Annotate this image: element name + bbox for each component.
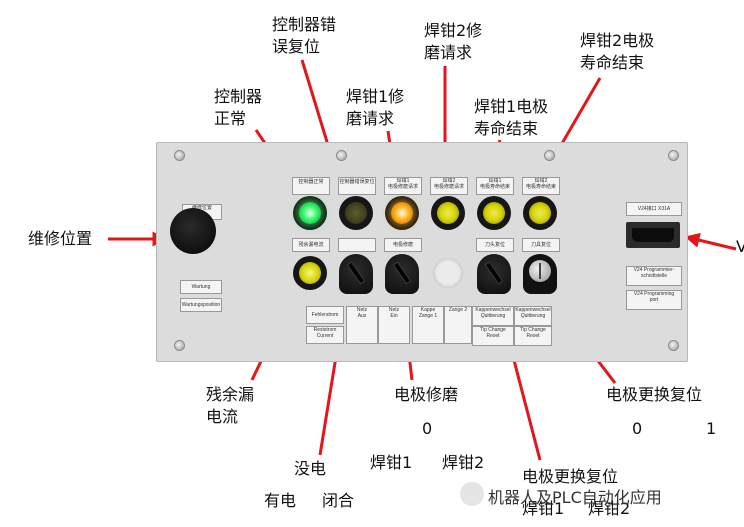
power-selector[interactable] bbox=[339, 254, 373, 294]
blank-plug bbox=[433, 258, 463, 288]
plate-kappenwechsel-1: Kappenwechsel Quittierung bbox=[472, 306, 514, 326]
label-controller-ok: 控制器正常 bbox=[292, 177, 330, 195]
plate-tip-change-2: Tip Change Reset bbox=[514, 326, 552, 346]
screw bbox=[544, 150, 555, 161]
label-residual: 残余漏电流 bbox=[292, 238, 330, 252]
annotation-key-one: 1 bbox=[706, 419, 717, 438]
annotation-residual-current: 残余漏 电流 bbox=[206, 385, 255, 426]
plate-reststrom: Reststrom Current bbox=[306, 326, 344, 344]
arrow-v24 bbox=[684, 232, 737, 251]
plate-kappe-zange1: Kappe Zange 1 bbox=[412, 306, 444, 344]
annotation-closed: 闭合 bbox=[322, 491, 355, 510]
annotation-key-zero: 0 bbox=[632, 419, 643, 438]
label-gun2-dress: 焊钳2 电极修磨请求 bbox=[430, 177, 468, 195]
plate-kappenwechsel-2: Kappenwechsel Quittierung bbox=[514, 306, 552, 326]
label-power bbox=[338, 238, 376, 252]
wechat-icon bbox=[460, 482, 484, 506]
gun2-tip-life-lamp bbox=[523, 196, 557, 230]
annotation-gun1-dress: 焊钳1修 磨请求 bbox=[346, 87, 405, 128]
annotation-tip-dress-gun1: 焊钳1 bbox=[370, 453, 413, 472]
annotation-gun2-tip-life: 焊钳2电极 寿命结束 bbox=[580, 31, 655, 72]
v24-port[interactable] bbox=[626, 222, 680, 248]
tip-change-key-switch[interactable] bbox=[523, 254, 557, 294]
screw bbox=[174, 340, 185, 351]
plate-wartungsposition: Wartungsposition bbox=[180, 298, 222, 312]
annotation-controller-reset: 控制器错 误复位 bbox=[272, 15, 337, 56]
label-controller-reset: 控制器错误复位 bbox=[338, 177, 376, 195]
annotation-gun1-tip-life: 焊钳1电极 寿命结束 bbox=[474, 97, 549, 138]
plate-tip-change-1: Tip Change Reset bbox=[472, 326, 514, 346]
annotation-controller-ok: 控制器 正常 bbox=[214, 87, 263, 128]
controller-reset-button[interactable] bbox=[339, 196, 373, 230]
label-tip-reset-a: 刀头复位 bbox=[476, 238, 514, 252]
plate-fehlerstrom: Fehlerstrom bbox=[306, 306, 344, 324]
plate-zange2: Zange 2 bbox=[444, 306, 472, 344]
label-tip-dress: 电极修磨 bbox=[384, 238, 422, 252]
annotation-tip-dress: 电极修磨 bbox=[394, 385, 459, 404]
label-gun2-tip-life: 焊钳2 电极寿命结束 bbox=[522, 177, 560, 195]
gun1-dress-lamp bbox=[385, 196, 419, 230]
annotation-power-on: 有电 bbox=[264, 491, 297, 510]
label-gun1-dress: 焊钳1 电极修磨请求 bbox=[384, 177, 422, 195]
annotation-maintenance: 维修位置 bbox=[28, 229, 93, 248]
annotation-tip-change-reset-key: 电极更换复位 bbox=[606, 385, 703, 404]
label-gun1-tip-life: 焊钳1 电极寿命结束 bbox=[476, 177, 514, 195]
annotation-tip-change-gun1: 焊钳1 bbox=[522, 499, 565, 518]
tip-dress-selector[interactable] bbox=[385, 254, 419, 294]
screw bbox=[174, 150, 185, 161]
annotation-tip-change-gun2: 焊钳2 bbox=[588, 499, 631, 518]
tip-change-selector[interactable] bbox=[477, 254, 511, 294]
gun2-dress-lamp bbox=[431, 196, 465, 230]
annotation-tip-change-reset: 电极更换复位 bbox=[522, 467, 619, 486]
annotation-tip-dress-zero: 0 bbox=[422, 419, 433, 438]
controller-ok-lamp bbox=[293, 196, 327, 230]
plate-wartung: Wartung bbox=[180, 280, 222, 294]
plate-netz-aus: Netz Aus bbox=[346, 306, 378, 344]
annotation-tip-dress-gun2: 焊钳2 bbox=[442, 453, 485, 472]
watermark: 机器人及PLC自动化应用 bbox=[488, 488, 662, 507]
annotation-power-off: 没电 bbox=[294, 459, 327, 478]
annotation-gun2-dress: 焊钳2修 磨请求 bbox=[424, 21, 483, 62]
plate-netz-ein: Netz Ein bbox=[378, 306, 410, 344]
screw bbox=[668, 340, 679, 351]
gun1-tip-life-lamp bbox=[477, 196, 511, 230]
plate-v24-programming: V24 Programming port bbox=[626, 290, 682, 310]
plate-v24-programmier: V24 Programmier- schnittstelle bbox=[626, 266, 682, 286]
v24-connector-label: V24接口 X31A bbox=[626, 202, 682, 216]
screw bbox=[336, 150, 347, 161]
annotation-edge-v: V bbox=[736, 237, 744, 256]
maintenance-switch[interactable] bbox=[170, 208, 216, 254]
screw bbox=[668, 150, 679, 161]
label-tip-reset-b: 刀具复位 bbox=[522, 238, 560, 252]
residual-current-lamp bbox=[293, 256, 327, 290]
